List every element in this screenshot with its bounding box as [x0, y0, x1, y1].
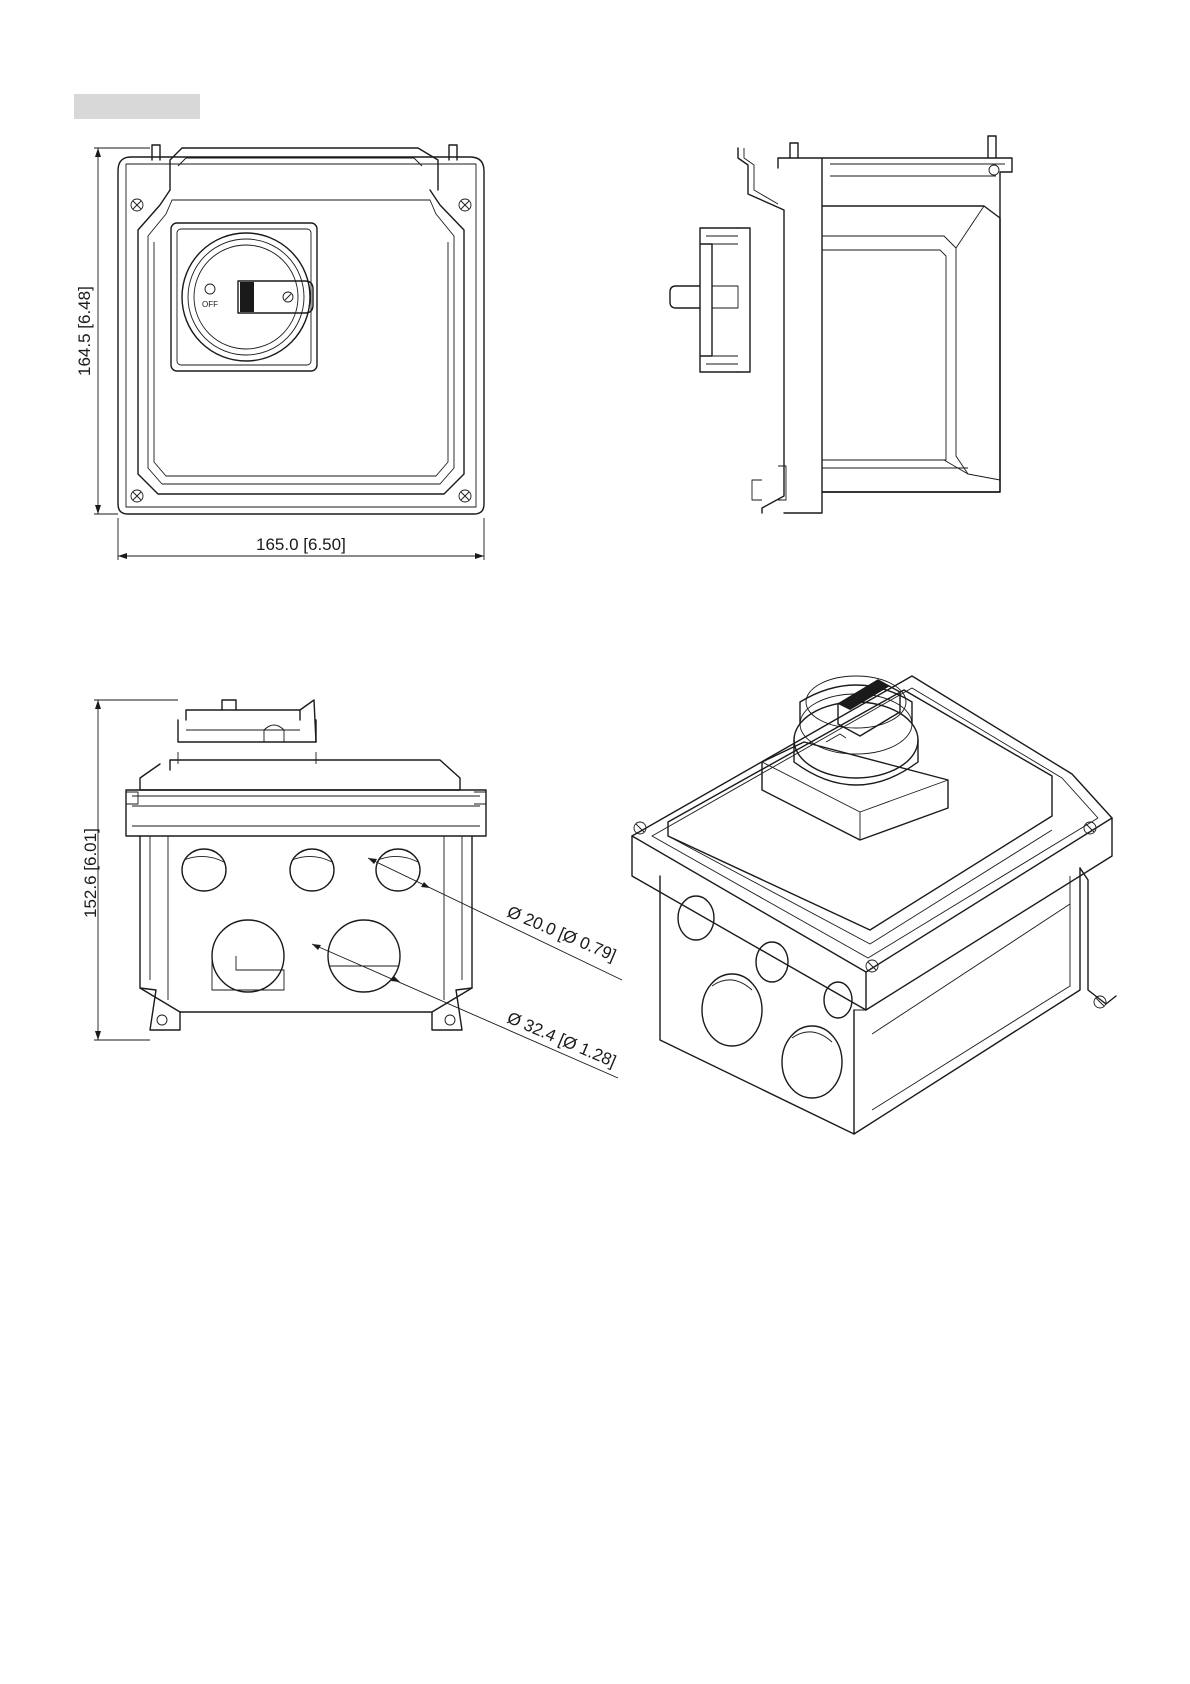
- side-view: [670, 136, 1012, 513]
- hole-large-dimension: Ø 32.4 [Ø 1.28]: [504, 1008, 618, 1071]
- hole-small-dimension: Ø 20.0 [Ø 0.79]: [504, 902, 618, 965]
- front-width-dimension: 165.0 [6.50]: [256, 535, 346, 554]
- bottom-height-dimension: 152.6 [6.01]: [81, 828, 100, 918]
- isometric-view: [632, 676, 1116, 1134]
- switch-off-label: OFF: [202, 300, 218, 309]
- bottom-view: [126, 700, 486, 1030]
- front-view-dimensions: [94, 148, 484, 560]
- front-view: OFF: [118, 145, 484, 514]
- front-height-dimension: 164.5 [6.48]: [75, 286, 94, 376]
